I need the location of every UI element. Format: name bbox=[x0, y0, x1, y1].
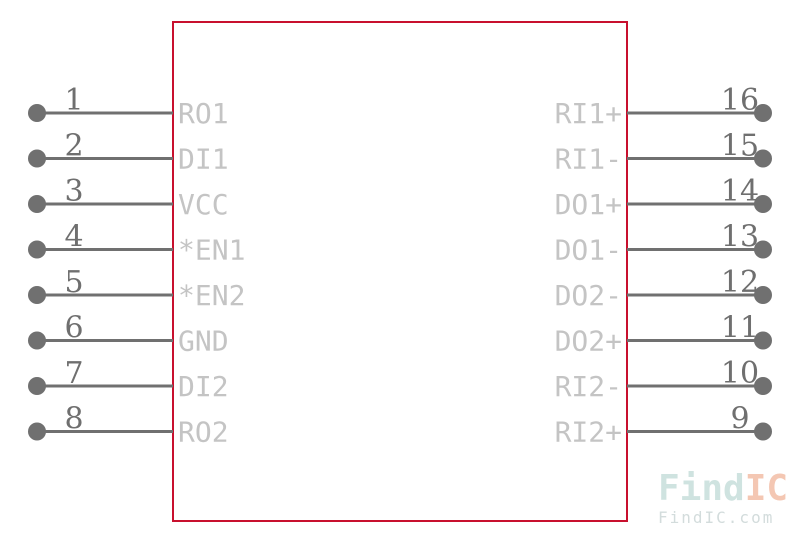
pin-1-terminal bbox=[28, 104, 46, 122]
pin-13-number: 13 bbox=[721, 220, 759, 255]
pin-3-terminal bbox=[28, 195, 46, 213]
pin-16-terminal bbox=[754, 104, 772, 122]
pin-8-label: RO2 bbox=[178, 416, 229, 449]
pin-16-label: RI1+ bbox=[555, 97, 622, 130]
pin-7-terminal bbox=[28, 377, 46, 395]
pin-9-label: RI2+ bbox=[555, 416, 622, 449]
pin-13-terminal bbox=[754, 240, 772, 259]
pin-3-label: VCC bbox=[178, 188, 229, 221]
pin-16-number: 16 bbox=[721, 83, 759, 118]
pin-13-label: DO1- bbox=[555, 234, 622, 267]
svg-text:FindIC: FindIC bbox=[658, 468, 788, 509]
pin-9-terminal bbox=[754, 422, 772, 441]
pin-15-label: RI1- bbox=[555, 143, 622, 176]
pin-6-terminal bbox=[28, 331, 46, 350]
left-pin-group: 1 RO1 2 DI1 3 VCC 4 *EN1 5 *EN2 6 GND 7 DI2 8 RO2 bbox=[28, 83, 245, 449]
pin-10-terminal bbox=[754, 377, 772, 395]
pin-15-terminal bbox=[754, 149, 772, 168]
pin-11-label: DO2+ bbox=[555, 325, 622, 358]
pin-12-number: 12 bbox=[721, 265, 759, 300]
pin-5-label: *EN2 bbox=[178, 279, 245, 312]
watermark-logo-find: Find bbox=[658, 468, 745, 509]
pin-14-label: DO1+ bbox=[555, 188, 622, 221]
findic-watermark: FindIC FindIC.com bbox=[658, 468, 788, 527]
pin-2-number: 2 bbox=[64, 129, 83, 164]
pin-4-number: 4 bbox=[64, 220, 83, 255]
pin-5-number: 5 bbox=[64, 265, 83, 300]
pin-7-label: DI2 bbox=[178, 370, 229, 403]
pin-9-number: 9 bbox=[730, 402, 749, 437]
right-pin-group: 16RI1+15RI1-14DO1+13DO1-12DO2-11DO2+10RI… bbox=[555, 83, 772, 449]
pin-14-terminal bbox=[754, 195, 772, 213]
pin-12-terminal bbox=[754, 286, 772, 304]
pin-6-label: GND bbox=[178, 325, 229, 358]
pin-15-number: 15 bbox=[721, 129, 759, 164]
pin-10-label: RI2- bbox=[555, 370, 622, 403]
pin-8-number: 8 bbox=[64, 402, 83, 437]
watermark-logo-ic: IC bbox=[745, 468, 788, 509]
pin-1-number: 1 bbox=[64, 83, 83, 118]
pin-4-terminal bbox=[28, 240, 46, 259]
pin-11-number: 11 bbox=[721, 311, 759, 346]
pin-12-label: DO2- bbox=[555, 279, 622, 312]
pin-5-terminal bbox=[28, 286, 46, 304]
watermark-url: FindIC.com bbox=[658, 508, 774, 527]
pin-6-number: 6 bbox=[64, 311, 83, 346]
pin-14-number: 14 bbox=[721, 174, 759, 209]
pin-2-terminal bbox=[28, 149, 46, 168]
pin-2-label: DI1 bbox=[178, 143, 229, 176]
pin-11-terminal bbox=[754, 331, 772, 350]
pin-4-label: *EN1 bbox=[178, 234, 245, 267]
pin-10-number: 10 bbox=[721, 356, 759, 391]
pin-7-number: 7 bbox=[64, 356, 83, 391]
pin-3-number: 3 bbox=[64, 174, 83, 209]
pin-1-label: RO1 bbox=[178, 97, 229, 130]
ic-body-outline bbox=[172, 21, 628, 522]
pin-8-terminal bbox=[28, 422, 46, 441]
